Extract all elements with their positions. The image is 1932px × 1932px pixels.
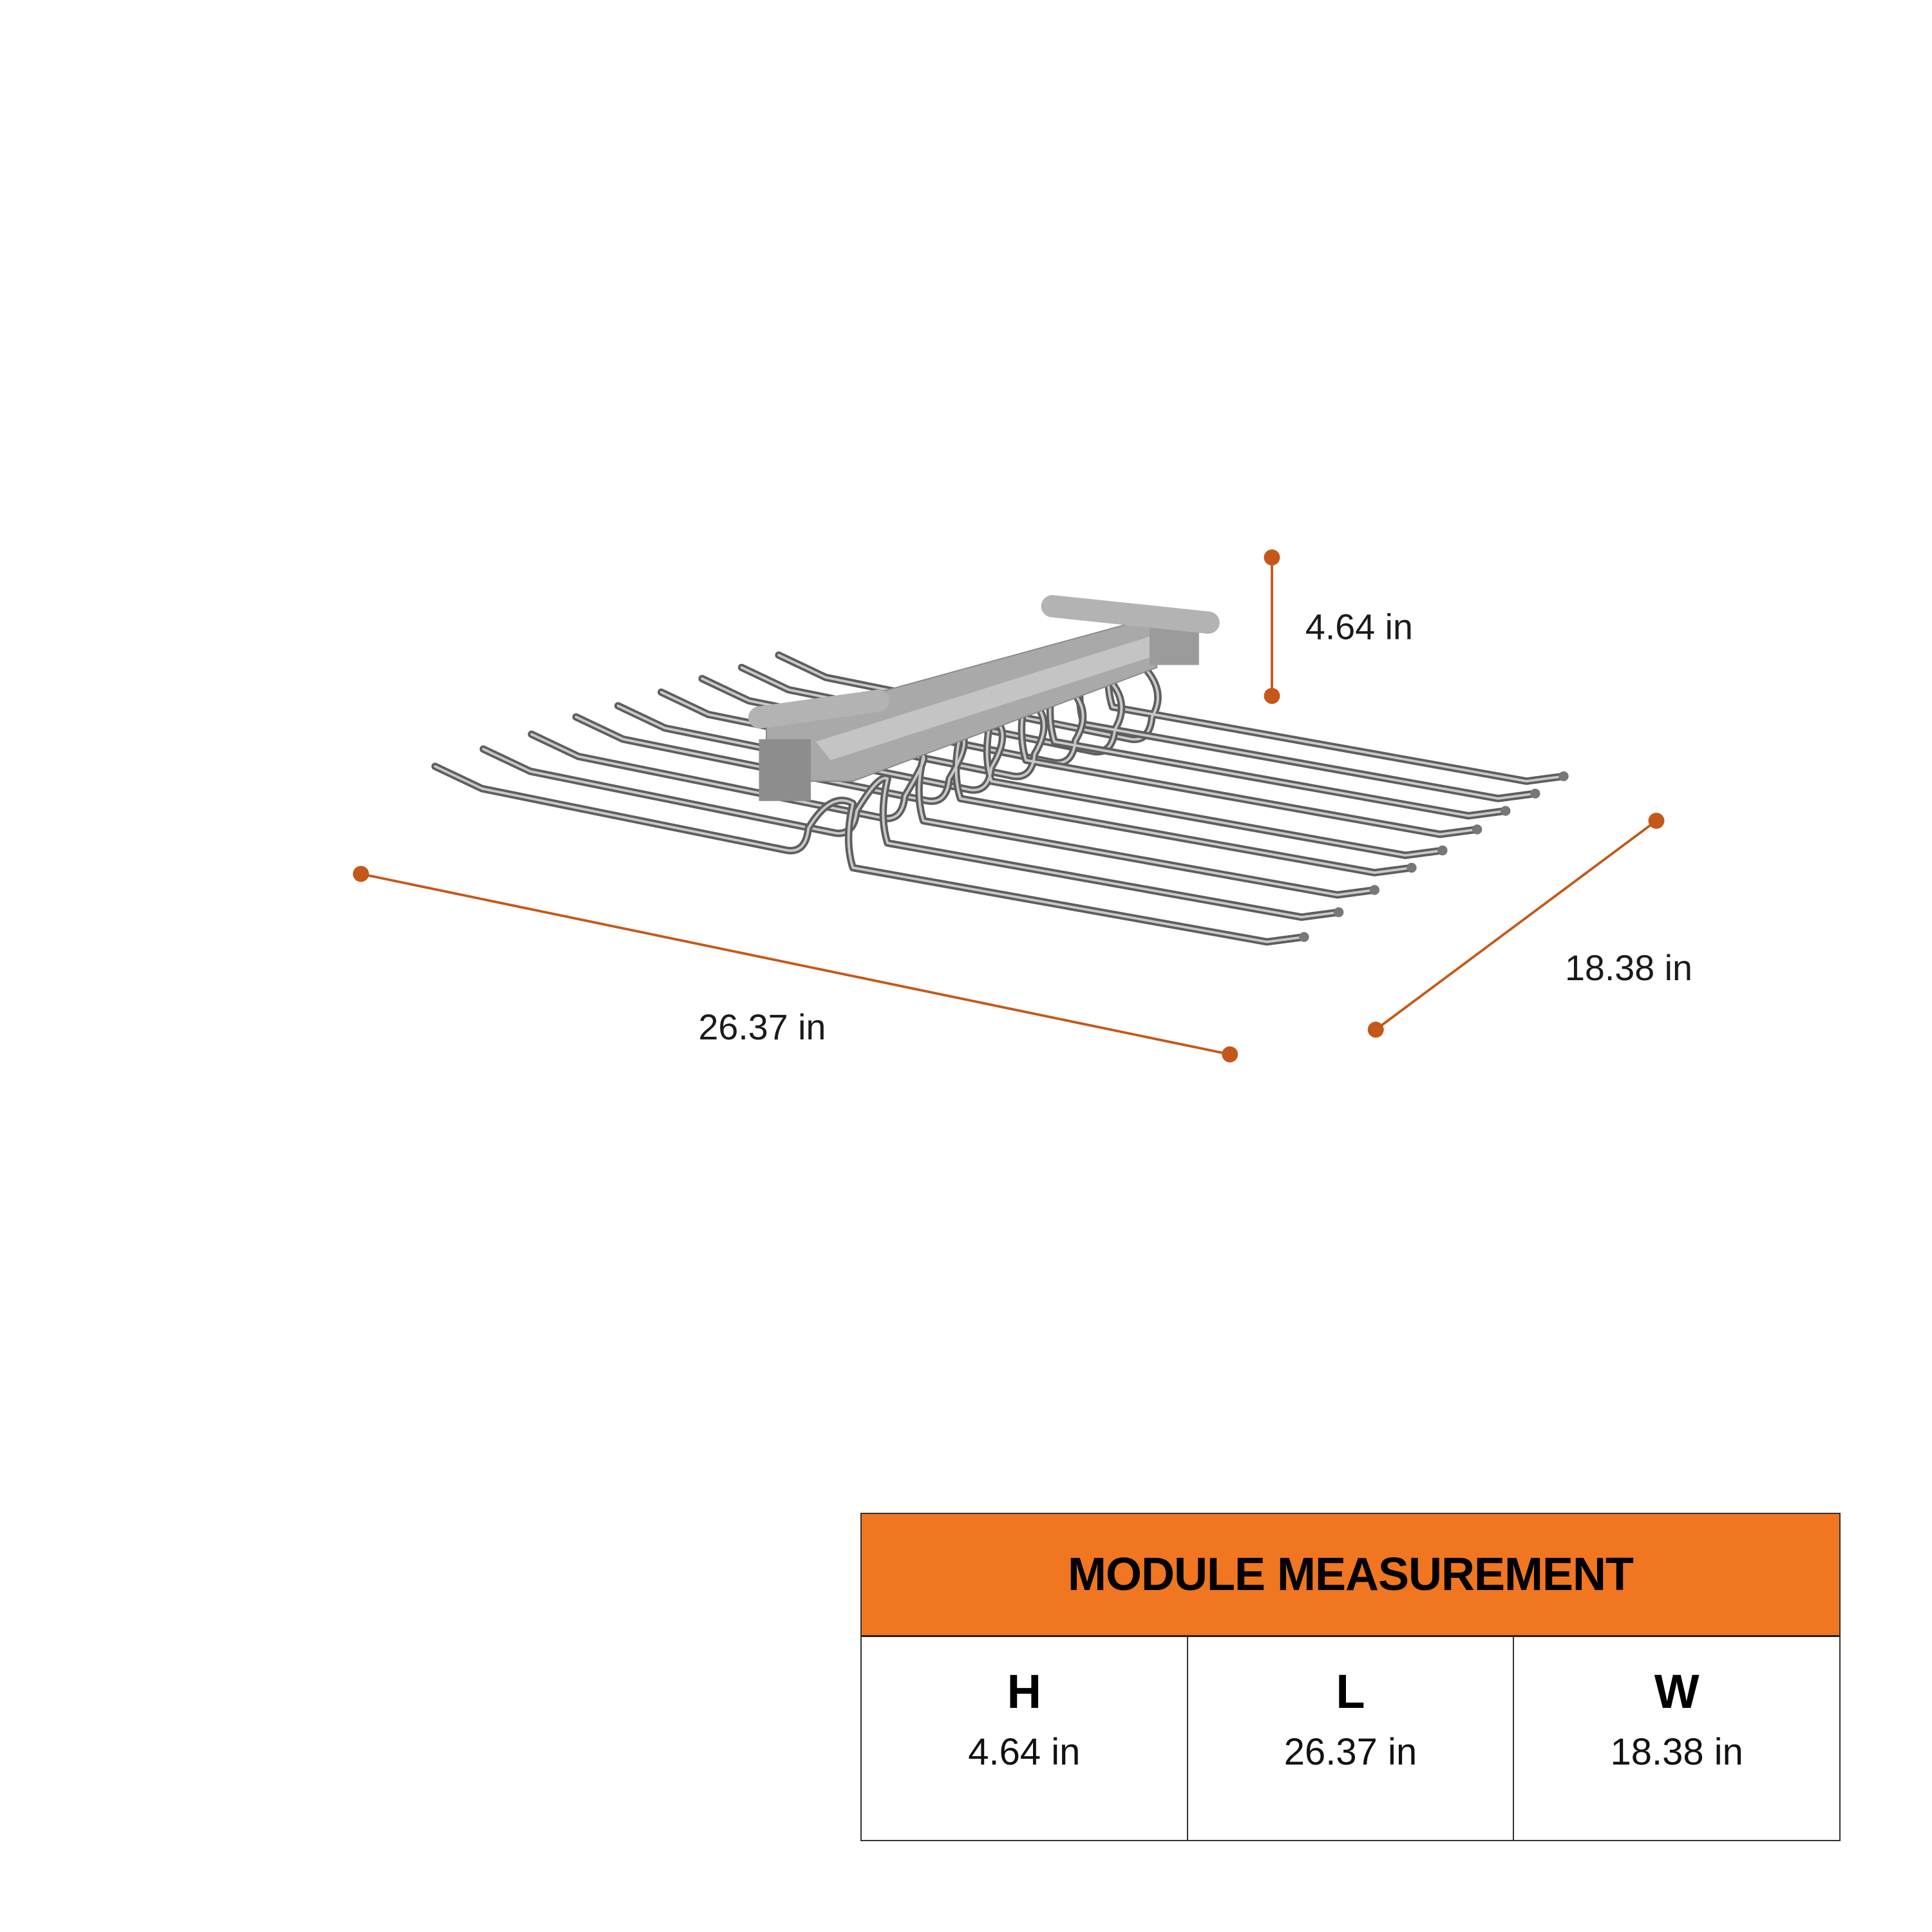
rack-rod	[659, 690, 1479, 836]
rod-end-cap	[1437, 845, 1448, 856]
length-label: 26.37 in	[698, 1007, 826, 1047]
rod-end-cap	[1558, 771, 1569, 782]
dimension-length: 26.37 in	[352, 866, 1238, 1063]
rack-rod	[614, 702, 1446, 859]
length-value: 26.37 in	[1283, 1731, 1417, 1773]
length-key: L	[1336, 1665, 1365, 1718]
front-bracket	[759, 739, 811, 801]
rack-rod	[574, 715, 1413, 875]
width-value: 18.38 in	[1610, 1731, 1743, 1773]
rod-end-cap	[1334, 907, 1344, 918]
rod-end-cap	[1406, 862, 1417, 873]
rack-rod	[616, 705, 1444, 857]
height-label: 4.64 in	[1305, 607, 1413, 647]
module-measurement-table: MODULE MEASUREMENT H 4.64 in L 26.37 in …	[860, 1513, 1841, 1841]
cell-height: H 4.64 in	[862, 1637, 1188, 1840]
height-key: H	[1007, 1665, 1042, 1718]
cell-width: W 18.38 in	[1514, 1637, 1839, 1840]
rod-end-cap	[1530, 788, 1540, 799]
rod-end-cap	[1472, 824, 1482, 835]
cell-length: L 26.37 in	[1188, 1637, 1515, 1840]
table-row: H 4.64 in L 26.37 in W 18.38 in	[862, 1637, 1839, 1840]
rod-end-cap	[1299, 932, 1309, 942]
rod-end-cap	[1369, 885, 1380, 895]
width-key: W	[1654, 1665, 1700, 1718]
rear-mounting-plate	[1041, 595, 1220, 634]
rack-rod	[433, 765, 1305, 943]
rack-beam	[748, 595, 1220, 801]
front-mounting-plate	[748, 689, 890, 729]
dimension-height: 4.64 in	[1264, 549, 1413, 705]
rack-rod	[701, 676, 1507, 817]
dimension-width: 18.38 in	[1367, 812, 1692, 1038]
width-label: 18.38 in	[1565, 948, 1692, 988]
trouser-rack-rods	[431, 639, 1569, 946]
rack-rod	[530, 733, 1376, 896]
table-title: MODULE MEASUREMENT	[862, 1514, 1839, 1637]
rod-end-cap	[1501, 806, 1511, 816]
height-value: 4.64 in	[968, 1731, 1081, 1773]
